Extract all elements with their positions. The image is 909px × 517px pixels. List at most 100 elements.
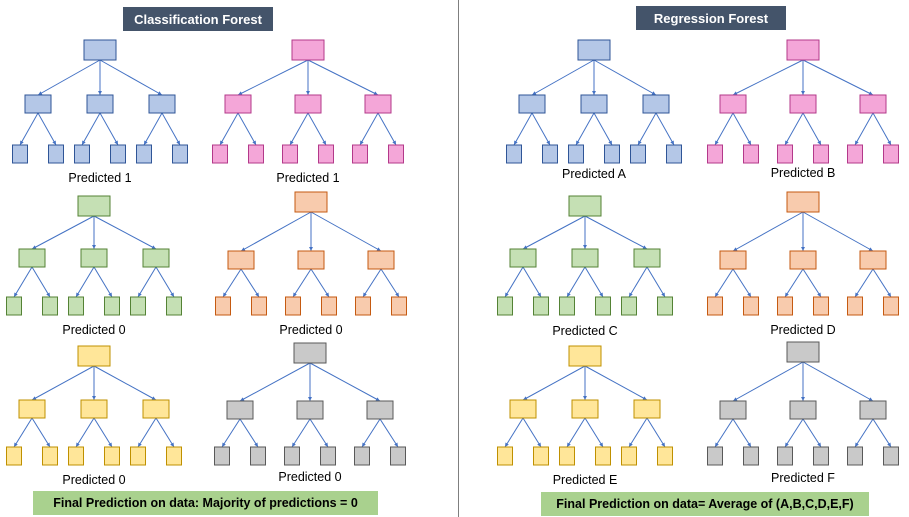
- edge-arrowhead: [293, 292, 297, 297]
- edge-arrowhead: [567, 292, 571, 297]
- tree-edge: [99, 59, 163, 96]
- edge-arrowhead: [14, 442, 18, 447]
- tree-edge: [31, 365, 95, 401]
- edge-arrowhead: [151, 245, 156, 249]
- tree-edge: [802, 418, 822, 448]
- leaf-node: [110, 144, 126, 164]
- tree-edge: [854, 418, 874, 448]
- tree-edge: [872, 418, 892, 448]
- root-node: [568, 195, 602, 217]
- root-node: [568, 345, 602, 367]
- edge-arrowhead: [523, 245, 528, 249]
- tree-edge: [802, 59, 874, 96]
- edge-arrowhead: [887, 140, 891, 145]
- edge-arrowhead: [151, 396, 156, 400]
- leaf-node: [559, 446, 575, 466]
- internal-node: [24, 94, 52, 114]
- edge-arrowhead: [583, 244, 587, 249]
- leaf-node: [6, 296, 22, 316]
- tree-edge: [802, 268, 822, 298]
- internal-node: [859, 400, 887, 420]
- edge-arrowhead: [252, 140, 256, 145]
- edge-arrowhead: [325, 292, 329, 297]
- edge-arrowhead: [642, 396, 647, 400]
- classification-final-prediction: Final Prediction on data: Majority of pr…: [33, 491, 378, 515]
- internal-node: [719, 400, 747, 420]
- edge-arrowhead: [514, 140, 518, 145]
- tree-prediction-label: Predicted D: [770, 323, 836, 337]
- leaf-node: [104, 296, 120, 316]
- edge-arrowhead: [855, 442, 859, 447]
- tree-edge: [37, 59, 101, 96]
- edge-arrowhead: [157, 91, 162, 95]
- internal-node: [18, 399, 46, 419]
- leaf-node: [883, 144, 899, 164]
- edge-arrowhead: [576, 140, 580, 145]
- tree-edge: [379, 418, 399, 448]
- edge-arrowhead: [309, 246, 313, 251]
- tree-prediction-label: Predicted E: [552, 473, 618, 487]
- tree-edge: [289, 112, 309, 146]
- edge-arrowhead: [629, 292, 633, 297]
- internal-node: [294, 94, 322, 114]
- leaf-node: [847, 296, 863, 316]
- edge-arrowhead: [76, 292, 80, 297]
- tree-prediction-label: Predicted 0: [279, 323, 343, 337]
- internal-node: [142, 248, 170, 268]
- tree-edge: [13, 417, 33, 448]
- edge-arrowhead: [817, 140, 821, 145]
- edge-arrowhead: [629, 442, 633, 447]
- tree-edge: [784, 418, 804, 448]
- internal-node: [86, 94, 114, 114]
- leaf-node: [813, 144, 829, 164]
- root-node: [786, 341, 820, 363]
- tree-edge: [714, 418, 734, 448]
- tree-edge: [219, 112, 239, 146]
- tree-edge: [93, 215, 157, 250]
- edge-arrowhead: [817, 292, 821, 297]
- internal-node: [366, 400, 394, 420]
- internal-node: [571, 399, 599, 419]
- edge-arrowhead: [170, 292, 174, 297]
- edge-arrowhead: [599, 292, 603, 297]
- edge-arrowhead: [733, 397, 738, 401]
- tree-edge: [637, 112, 657, 146]
- edge-arrowhead: [138, 292, 142, 297]
- leaf-node: [595, 446, 611, 466]
- leaf-node: [130, 446, 146, 466]
- leaf-node: [284, 446, 300, 466]
- internal-node: [224, 94, 252, 114]
- edge-arrowhead: [138, 442, 142, 447]
- internal-node: [364, 94, 392, 114]
- tree-prediction-label: Predicted 0: [278, 470, 342, 484]
- tree-edge: [310, 211, 382, 252]
- section-divider: [458, 0, 459, 517]
- tree-edge: [593, 59, 657, 96]
- tree-edge: [361, 418, 381, 448]
- tree-prediction-label: Predicted A: [562, 167, 626, 181]
- tree-edge: [137, 417, 157, 448]
- edge-arrowhead: [38, 91, 43, 95]
- internal-node: [859, 94, 887, 114]
- edge-arrowhead: [108, 292, 112, 297]
- edge-arrowhead: [785, 292, 789, 297]
- edge-arrowhead: [241, 247, 246, 251]
- edge-arrowhead: [395, 292, 399, 297]
- tree-edge: [93, 266, 113, 298]
- leaf-node: [355, 296, 371, 316]
- tree-edge: [240, 268, 260, 298]
- leaf-node: [621, 446, 637, 466]
- edge-arrowhead: [392, 140, 396, 145]
- edge-arrowhead: [82, 140, 86, 145]
- edge-arrowhead: [868, 91, 873, 95]
- leaf-node: [42, 296, 58, 316]
- edge-arrowhead: [733, 247, 738, 251]
- leaf-node: [166, 446, 182, 466]
- root-node: [77, 195, 111, 217]
- leaf-node: [630, 144, 646, 164]
- leaf-node: [68, 446, 84, 466]
- edge-arrowhead: [46, 442, 50, 447]
- edge-arrowhead: [715, 442, 719, 447]
- tree-edge: [99, 112, 119, 146]
- leaf-node: [321, 296, 337, 316]
